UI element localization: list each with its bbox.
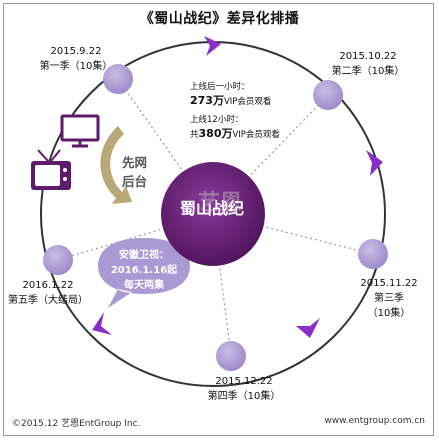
bubble-line-3: 每天两集 [124,280,164,291]
stats-line-2: 273万VIP会员观看 [190,94,280,109]
stats-block: 上线后一小时： 273万VIP会员观看 上线12小时： 共380万VIP会员观看 [190,80,280,142]
watermark: 艺恩 [198,191,243,216]
season-date: 2015.12.22 [215,376,273,387]
footer-website: www.entgroup.com.cn [324,416,425,426]
chevron-arrow-icon [204,36,221,56]
season-node-3 [358,239,388,269]
season-name: 第四季（10集） [207,391,281,402]
network-label-line-2: 后台 [122,174,148,189]
stats-line-4: 共380万VIP会员观看 [190,127,280,142]
season-name: 第一季（10集） [39,61,113,72]
stats-line-3: 上线12小时： [190,115,244,125]
stats-unit-1: VIP会员观看 [223,97,272,107]
season-date: 2015.11.22 [360,278,418,289]
curved-arrow-icon [100,126,132,204]
bubble-line-2: 2016.1.16起 [110,265,178,276]
figure-frame [3,3,434,436]
season-episodes: （10集） [367,308,411,319]
page-title: 《蜀山战纪》差异化排播 [139,11,300,27]
footer-copyright: ©2015.12 艺恩EntGroup Inc. [12,419,141,429]
season-label-4: 2015.12.22 第四季（10集） [196,374,292,404]
stats-value-2: 380万 [198,127,233,140]
bubble-callout [98,238,190,308]
stats-value-1: 273万 [190,94,224,107]
season-node-1 [103,64,133,94]
center-circle [161,162,265,266]
season-label-5: 2016.1.22 第五季（大结局） [2,278,94,308]
network-label-line-1: 先网 [122,155,148,170]
season-date: 2015.10.22 [339,51,397,62]
season-node-2 [313,80,343,110]
season-name: 第五季（大结局） [8,295,88,306]
stats-unit-2: VIP会员观看 [232,130,280,140]
network-first-label: 先网 后台 [122,153,147,191]
season-label-3: 2015.11.22 第三季 （10集） [346,276,432,321]
season-name: 第二季（10集） [331,66,405,77]
season-date: 2015.9.22 [50,46,102,57]
season-date: 2016.1.22 [22,280,74,291]
chevron-arrow-icon [92,312,112,335]
center-label: 蜀山战纪 [179,199,244,218]
chevron-arrow-icon [366,150,383,176]
monitor-icon [60,114,100,148]
season-name: 第三季 [374,293,404,304]
stats-line-1: 上线后一小时： [190,82,250,92]
stats-prefix: 共 [190,130,199,140]
season-node-5 [43,245,73,275]
bubble-line-1: 安徽卫视： [119,250,169,261]
tv-icon [31,149,71,190]
season-node-4 [216,341,246,371]
season-label-1: 2015.9.22 第一季（10集） [26,44,126,74]
chevron-arrow-icon [296,318,320,338]
bubble-text: 安徽卫视： 2016.1.16起 每天两集 [100,248,188,293]
season-label-2: 2015.10.22 第二季（10集） [318,49,418,79]
